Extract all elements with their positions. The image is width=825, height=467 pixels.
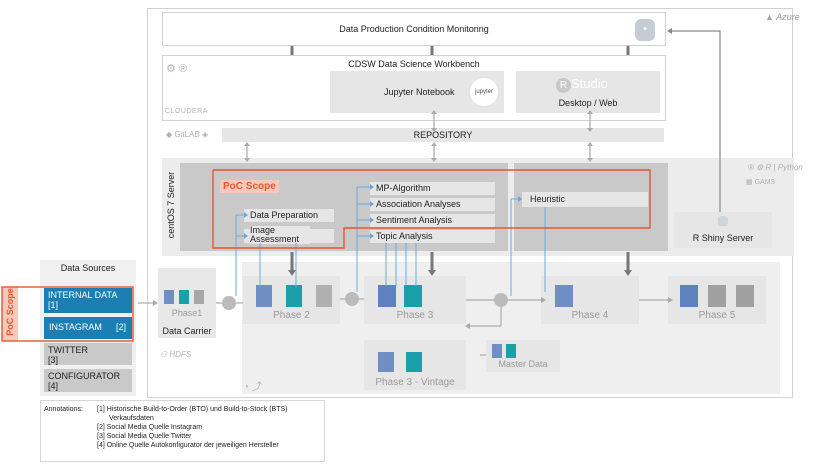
image-assessment-box: Image Assessment	[244, 226, 334, 244]
cdsw-title: CDSW Data Science Workbench	[348, 59, 480, 69]
repository-label: REPOSITORY	[413, 130, 473, 140]
phase2-label: Phase 2	[273, 310, 310, 321]
phase1-stack-icon	[164, 290, 174, 304]
shiny-server-label: R Shiny Server	[692, 233, 754, 243]
vintage-stack-icon	[378, 352, 394, 372]
data-preparation-label: Data Preparation	[250, 210, 319, 220]
source-twitter: TWITTER [3]	[44, 343, 132, 365]
annotation-line-2: [2] Social Media Quelle Instagram	[97, 424, 203, 431]
gitlab-icon: ◆	[166, 130, 173, 139]
rstudio-r-icon: R	[556, 78, 571, 93]
r-python-text: R | Python	[765, 163, 803, 172]
phase3-label: Phase 3	[396, 310, 434, 321]
azure-text: Azure	[776, 12, 800, 22]
master-data-stack-icon	[492, 344, 502, 358]
mp-algorithm-box: MP-Algorithm	[370, 182, 495, 195]
data-carrier-label: Data Carrier	[162, 326, 212, 336]
topic-analysis-label: Topic Analysis	[376, 231, 433, 241]
r-python-icon: ® ⚙	[748, 163, 764, 172]
git-icon: ◈	[201, 130, 209, 139]
phase1-stack-icon	[179, 290, 189, 304]
phase5-stack-icon	[708, 285, 726, 307]
phase2-stack-icon	[286, 285, 302, 307]
annotation-line-4: [4] Online Quelle Autokonfigurator der j…	[97, 442, 279, 449]
top-bar-title: Data Production Condition Monitoring	[339, 24, 489, 34]
hdfs-label: ⚇ HDFS	[160, 350, 191, 359]
source-instagram: INSTAGRAM [2]	[44, 317, 132, 339]
jupyter-logo-text: jupyter	[474, 89, 493, 95]
gams-text: GAMS	[754, 179, 776, 186]
mp-algorithm-label: MP-Algorithm	[376, 183, 431, 193]
annotation-line-1b: Verkaufsdaten	[109, 415, 154, 422]
rstudio-logo-text: Studio	[571, 76, 608, 91]
annotation-line-1: [1] Historische Build-to-Order (BTO) und…	[97, 406, 288, 413]
source-configurator-label: CONFIGURATOR	[48, 371, 121, 381]
gams-label: ▦ GAMS	[746, 178, 775, 186]
phase3-stack-icon	[378, 285, 396, 307]
poc-scope-label: PoC Scope	[220, 180, 279, 193]
shiny-server-icon	[718, 216, 728, 226]
source-internal-data-ref: [1]	[48, 300, 59, 310]
source-instagram-ref: [2]	[115, 322, 126, 332]
r-python-label: ® ⚙ R | Python	[748, 163, 803, 173]
server-right-panel	[514, 163, 668, 251]
source-twitter-label: TWITTER	[48, 345, 88, 355]
gitlab-label: ◆ GitLAB ◈	[166, 130, 208, 139]
phase1-label: Phase1	[171, 308, 203, 318]
gams-icon: ▦	[746, 179, 753, 186]
topic-analysis-box: Topic Analysis	[370, 230, 495, 243]
rstudio-label: Desktop / Web	[558, 98, 618, 108]
phase5-stack-icon	[736, 285, 754, 307]
sentiment-analysis-box: Sentiment Analysis	[370, 214, 495, 227]
cloudera-label: CLOUDERA	[165, 108, 208, 115]
top-bar: Data Production Condition Monitoring ✦	[162, 12, 666, 46]
hadoop-icon: ◔ ⤴	[243, 382, 262, 393]
hdfs-icon: ⚇	[160, 350, 168, 359]
jupyter-box: Jupyter Notebook jupyter	[330, 71, 504, 113]
association-analyses-box: Association Analyses	[370, 198, 495, 211]
source-configurator: CONFIGURATOR [4]	[44, 369, 132, 392]
annotations-label: Annotations:	[44, 406, 83, 413]
data-sources-title: Data Sources	[60, 263, 116, 273]
image-assessment-label: Image Assessment	[250, 226, 310, 244]
jupyter-logo-icon: jupyter	[470, 78, 498, 106]
poc-scope-side-label: PoC Scope	[2, 287, 18, 341]
source-internal-data: INTERNAL DATA [1]	[44, 288, 132, 313]
data-preparation-box: Data Preparation	[244, 209, 334, 222]
master-data-stack-icon	[506, 344, 516, 358]
phase2-stack-icon	[316, 285, 332, 307]
phase1-stack-icon	[194, 290, 204, 304]
source-internal-data-label: INTERNAL DATA	[48, 290, 118, 300]
annotation-line-3: [3] Social Media Quelle Twitter	[97, 433, 192, 440]
hdfs-text: HDFS	[169, 350, 192, 359]
source-instagram-label: INSTAGRAM	[49, 322, 102, 332]
gitlab-text: GitLAB	[174, 130, 200, 139]
python-r-icons: ⚙ ®	[166, 63, 188, 75]
phase3-stack-icon	[404, 285, 422, 307]
phase4-stack-icon	[555, 285, 573, 307]
shiny-logo-icon: ✦	[635, 19, 655, 41]
repository-bar: REPOSITORY	[222, 128, 664, 142]
vintage-stack-icon	[406, 352, 422, 372]
azure-icon: ▲	[765, 12, 774, 22]
phase5-stack-icon	[680, 285, 698, 307]
master-data-label: Master Data	[498, 359, 548, 369]
shiny-server-box: R Shiny Server	[674, 212, 772, 248]
phase3-vintage-label: Phase 3 - Vintage	[375, 377, 455, 388]
heuristic-box: Heuristic	[522, 192, 648, 207]
phase5-label: Phase 5	[698, 310, 736, 321]
source-configurator-ref: [4]	[48, 381, 59, 391]
azure-label: ▲ Azure	[765, 12, 800, 22]
source-twitter-ref: [3]	[48, 355, 59, 365]
phase4-label: Phase 4	[571, 310, 609, 321]
association-analyses-label: Association Analyses	[376, 199, 461, 209]
heuristic-label: Heuristic	[530, 194, 566, 204]
phase2-stack-icon	[256, 285, 272, 307]
sentiment-analysis-label: Sentiment Analysis	[376, 215, 453, 225]
jupyter-label: Jupyter Notebook	[384, 87, 455, 97]
annotations-panel: Annotations: [1] Historische Build-to-Or…	[40, 400, 325, 462]
